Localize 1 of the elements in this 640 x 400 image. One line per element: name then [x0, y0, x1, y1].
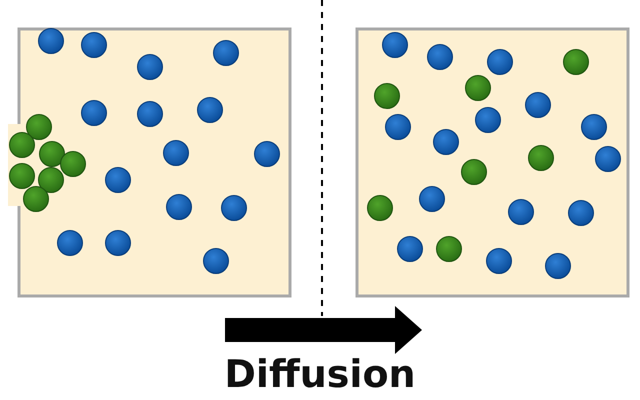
diagram-label: Diffusion: [224, 351, 416, 398]
